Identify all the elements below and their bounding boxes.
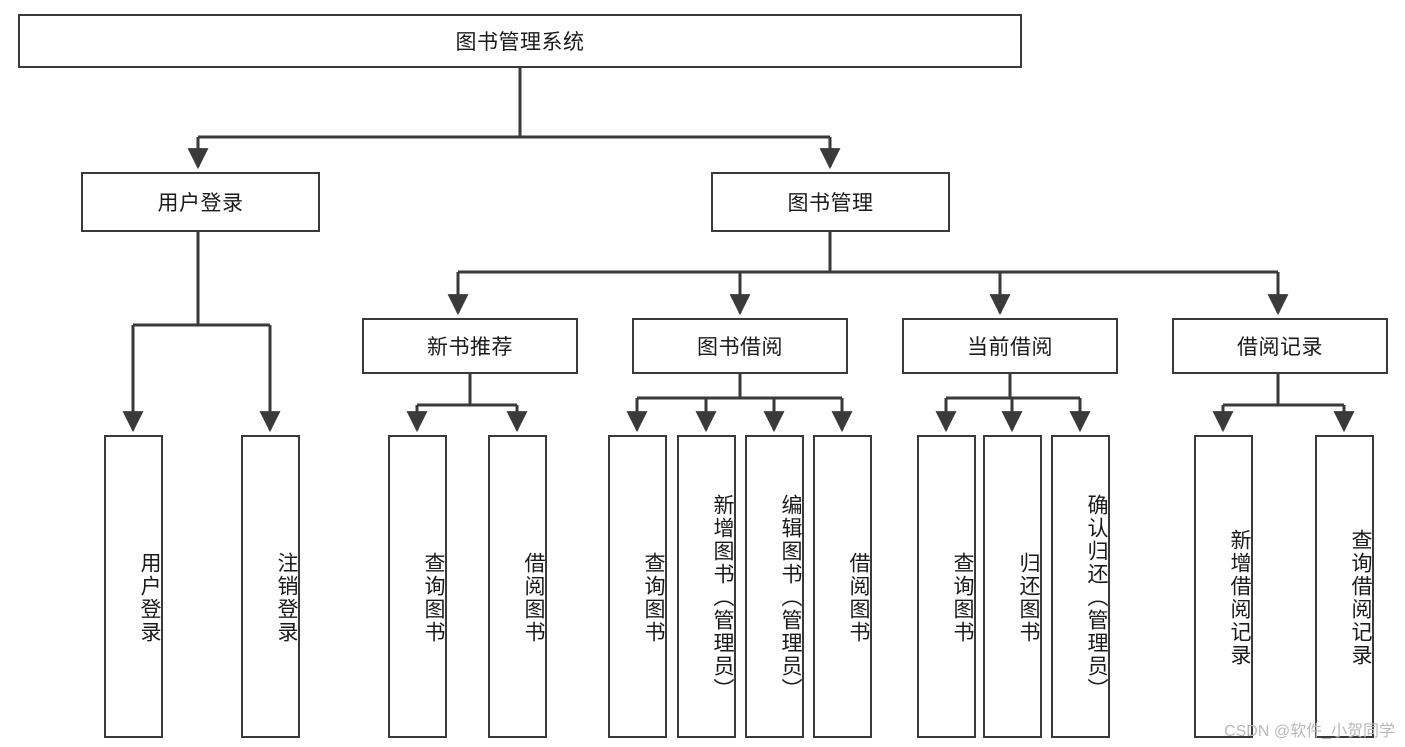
node-label: 用户登录 <box>157 192 244 215</box>
node-leaf-edit-book[interactable]: 编辑图书（管理员） <box>745 435 804 738</box>
node-leaf-confirm-return[interactable]: 确认归还（管理员） <box>1051 435 1110 738</box>
node-label: 查询图书 <box>951 551 974 644</box>
node-leaf-borrow-book-2[interactable]: 借阅图书 <box>813 435 872 738</box>
node-label: 用户登录 <box>138 551 161 644</box>
node-leaf-borrow-book-1[interactable]: 借阅图书 <box>488 435 547 738</box>
node-label: 新增图书（管理员） <box>711 494 734 701</box>
node-label: 借阅图书 <box>522 551 545 644</box>
node-label: 查询借阅记录 <box>1349 528 1372 667</box>
node-root-book-management-system[interactable]: 图书管理系统 <box>18 14 1022 68</box>
node-label: 当前借阅 <box>967 336 1053 359</box>
node-label: 编辑图书（管理员） <box>779 494 802 701</box>
node-label: 注销登录 <box>275 551 298 644</box>
node-label: 图书管理 <box>787 192 874 215</box>
node-leaf-query-book-3[interactable]: 查询图书 <box>917 435 976 738</box>
node-book-borrow[interactable]: 图书借阅 <box>632 318 848 374</box>
node-label: 归还图书 <box>1017 551 1040 644</box>
node-leaf-return-book[interactable]: 归还图书 <box>983 435 1042 738</box>
node-current-borrow[interactable]: 当前借阅 <box>902 318 1118 374</box>
csdn-watermark: CSDN @软件_小贺同学 <box>1224 723 1395 740</box>
node-borrow-record[interactable]: 借阅记录 <box>1172 318 1388 374</box>
node-label: 查询图书 <box>422 551 445 644</box>
node-book-manage[interactable]: 图书管理 <box>711 172 950 232</box>
node-label: 新增借阅记录 <box>1228 528 1251 667</box>
node-new-book-recommend[interactable]: 新书推荐 <box>362 318 578 374</box>
node-leaf-query-record[interactable]: 查询借阅记录 <box>1315 435 1374 738</box>
node-label: 确认归还（管理员） <box>1085 494 1108 701</box>
node-label: 借阅记录 <box>1237 336 1323 359</box>
node-user-login[interactable]: 用户登录 <box>81 172 320 232</box>
node-leaf-user-logout[interactable]: 注销登录 <box>241 435 300 738</box>
node-label: 借阅图书 <box>847 551 870 644</box>
node-leaf-query-book-1[interactable]: 查询图书 <box>388 435 447 738</box>
node-leaf-user-login[interactable]: 用户登录 <box>104 435 163 738</box>
node-leaf-add-book[interactable]: 新增图书（管理员） <box>677 435 736 738</box>
node-label: 图书借阅 <box>697 336 783 359</box>
node-label: 新书推荐 <box>427 336 513 359</box>
node-label: 图书管理系统 <box>455 31 585 54</box>
node-leaf-add-record[interactable]: 新增借阅记录 <box>1194 435 1253 738</box>
node-leaf-query-book-2[interactable]: 查询图书 <box>608 435 667 738</box>
node-label: 查询图书 <box>642 551 665 644</box>
